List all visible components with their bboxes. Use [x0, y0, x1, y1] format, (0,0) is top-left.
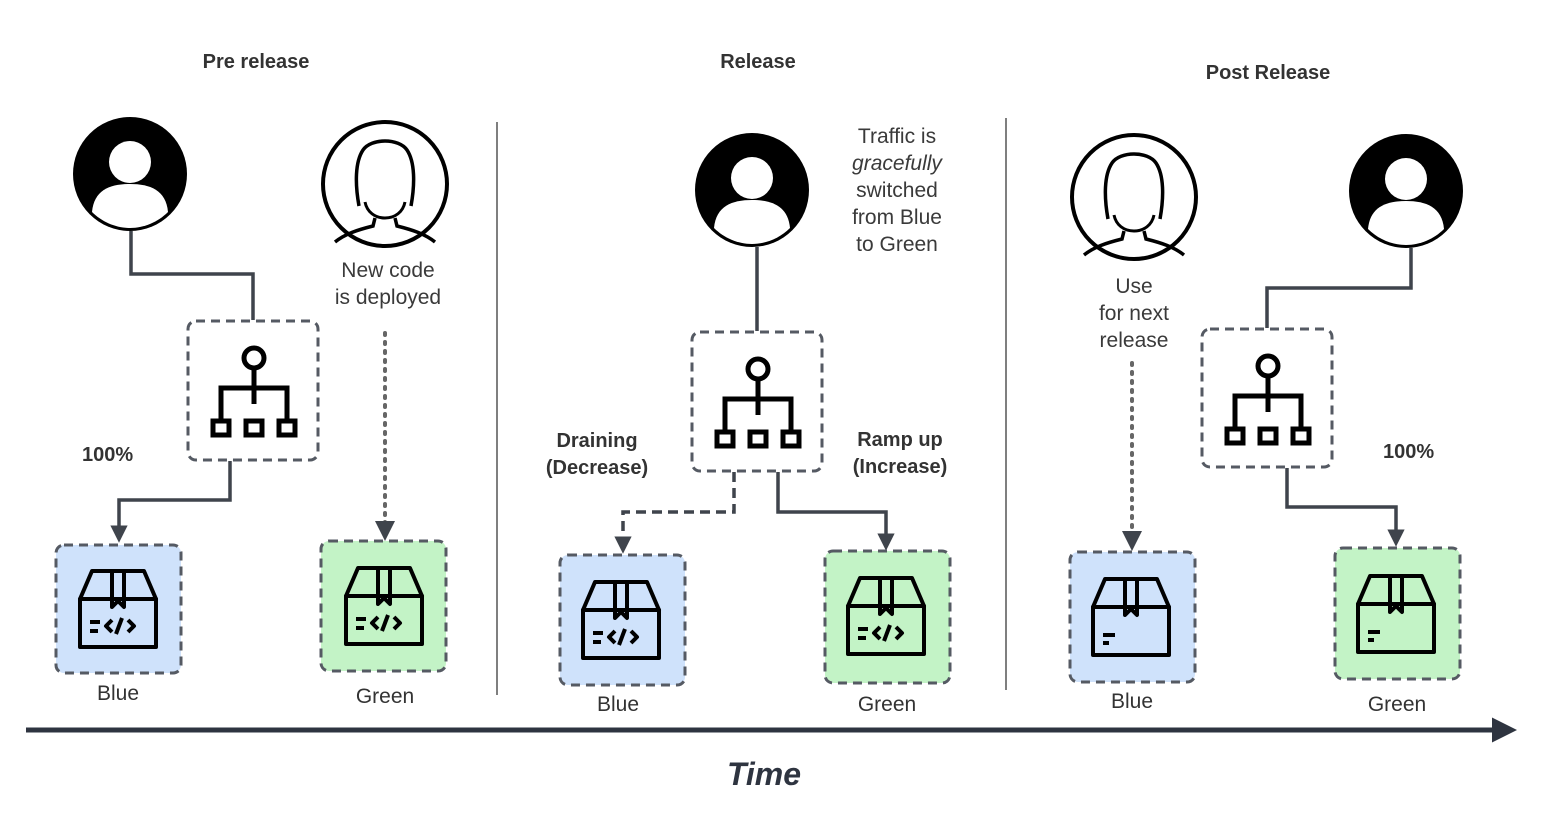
post-green-server: [1333, 546, 1462, 681]
post-user-to-lb-line: [1265, 248, 1413, 328]
pre-release-title: Pre release: [202, 51, 310, 73]
post-lb-to-green-arrow: [1285, 468, 1405, 547]
release-green-label: Green: [857, 693, 917, 716]
post-release-title: Post Release: [1205, 62, 1331, 84]
post-idle-user-icon: [1070, 133, 1198, 261]
time-axis-label: Time: [726, 756, 802, 792]
release-user-icon: [695, 133, 809, 247]
post-user-icon: [1349, 134, 1463, 248]
post-traffic-percent: 100%: [1383, 441, 1435, 463]
pre-deploy-note: New code is deployed: [334, 259, 442, 309]
release-title: Release: [720, 51, 796, 73]
release-green-server: [823, 549, 952, 685]
post-blue-label: Blue: [1110, 690, 1154, 713]
pre-lb-to-blue-arrow: [110, 461, 232, 543]
release-blue-label: Blue: [596, 693, 640, 716]
release-blue-server: [558, 553, 687, 687]
pre-blue-server: [54, 543, 183, 675]
pre-blue-label: Blue: [96, 682, 140, 705]
release-rampup-arrow: [776, 472, 895, 551]
pre-green-label: Green: [355, 685, 415, 708]
pre-user-to-lb-line: [129, 231, 255, 320]
current-user-icon: [73, 117, 187, 231]
release-draining-dashed-arrow: [614, 472, 736, 554]
pre-traffic-percent: 100%: [82, 444, 134, 466]
post-blue-server: [1068, 550, 1197, 684]
new-user-icon: [321, 120, 449, 248]
draining-label: Draining (Decrease): [545, 430, 649, 479]
pre-green-server: [319, 539, 448, 673]
post-idle-note: Use for next release: [1098, 275, 1170, 352]
rampup-label: Ramp up (Increase): [852, 429, 948, 478]
release-traffic-note: Traffic is gracefully switched from Blue…: [852, 125, 942, 256]
post-green-label: Green: [1367, 693, 1427, 716]
